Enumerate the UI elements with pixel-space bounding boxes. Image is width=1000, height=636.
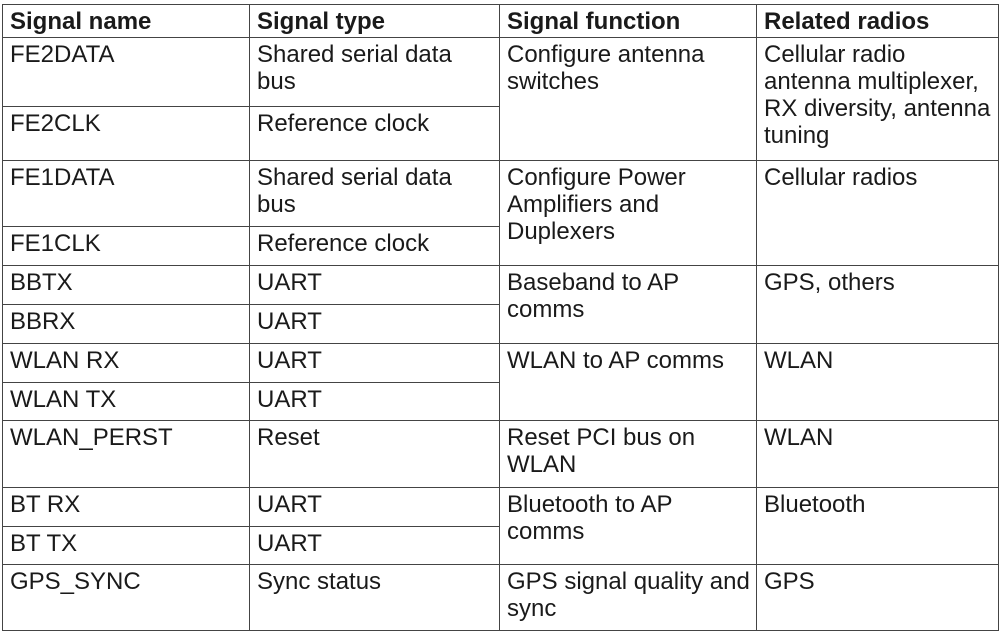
table-row: WLAN RX UART WLAN to AP comms WLAN [2,343,999,421]
signal-type-cell: UART [249,265,500,305]
column-header-signal-type: Signal type [249,4,500,38]
column-header-signal-function: Signal function [499,4,757,38]
signal-table: Signal name Signal type Signal function … [2,4,999,631]
signal-function-cell: GPS signal quality and sync [499,564,757,631]
signal-name-cell: WLAN_PERST [2,420,250,488]
signal-function-cell: Configure Power Amplifiers and Duplexers [499,160,757,266]
signal-type-cell: Reference clock [249,106,500,161]
related-radios-cell: Bluetooth [756,487,999,565]
signal-name-cell: WLAN TX [2,382,250,421]
signal-type-cell: Reference clock [249,226,500,266]
signal-name-cell: BT TX [2,526,250,565]
signal-name-cell: BT RX [2,487,250,527]
signal-type-cell: UART [249,304,500,344]
signal-type-cell: UART [249,343,500,383]
signal-type-cell: Reset [249,420,500,488]
column-header-related-radios: Related radios [756,4,999,38]
signal-name-cell: BBTX [2,265,250,305]
signal-function-cell: Reset PCI bus on WLAN [499,420,757,488]
related-radios-cell: GPS [756,564,999,631]
table-row: FE1DATA Shared serial data bus Configure… [2,160,999,266]
table-row: WLAN_PERST Reset Reset PCI bus on WLAN W… [2,420,999,488]
related-radios-cell: Cellular radios [756,160,999,266]
signal-name-cell: FE2CLK [2,106,250,161]
related-radios-cell: WLAN [756,420,999,488]
signal-type-cell: UART [249,526,500,565]
signal-type-cell: UART [249,382,500,421]
table-row: BT RX UART Bluetooth to AP comms Bluetoo… [2,487,999,565]
related-radios-cell: Cellular radio antenna multiplexer, RX d… [756,37,999,161]
column-header-signal-name: Signal name [2,4,250,38]
table-row: WLAN TX UART [2,382,999,421]
signal-name-cell: FE1CLK [2,226,250,266]
signal-type-cell: Shared serial data bus [249,37,500,107]
table-row: GPS_SYNC Sync status GPS signal quality … [2,564,999,631]
related-radios-cell: GPS, others [756,265,999,344]
table-row: FE1CLK Reference clock [2,226,999,266]
signal-name-cell: FE1DATA [2,160,250,227]
header-row: Signal name Signal type Signal function … [2,4,999,38]
table-row: BBRX UART [2,304,999,344]
signal-name-cell: GPS_SYNC [2,564,250,631]
signal-name-cell: WLAN RX [2,343,250,383]
signal-name-cell: FE2DATA [2,37,250,107]
signal-function-cell: WLAN to AP comms [499,343,757,421]
signal-function-cell: Baseband to AP comms [499,265,757,344]
signal-type-cell: Shared serial data bus [249,160,500,227]
table-row: BBTX UART Baseband to AP comms GPS, othe… [2,265,999,344]
table-row: FE2CLK Reference clock [2,106,999,161]
signal-type-cell: Sync status [249,564,500,631]
signal-name-cell: BBRX [2,304,250,344]
table-row: BT TX UART [2,526,999,565]
signal-function-cell: Configure antenna switches [499,37,757,161]
signal-function-cell: Bluetooth to AP comms [499,487,757,565]
related-radios-cell: WLAN [756,343,999,421]
table-row: FE2DATA Shared serial data bus Configure… [2,37,999,161]
signal-type-cell: UART [249,487,500,527]
